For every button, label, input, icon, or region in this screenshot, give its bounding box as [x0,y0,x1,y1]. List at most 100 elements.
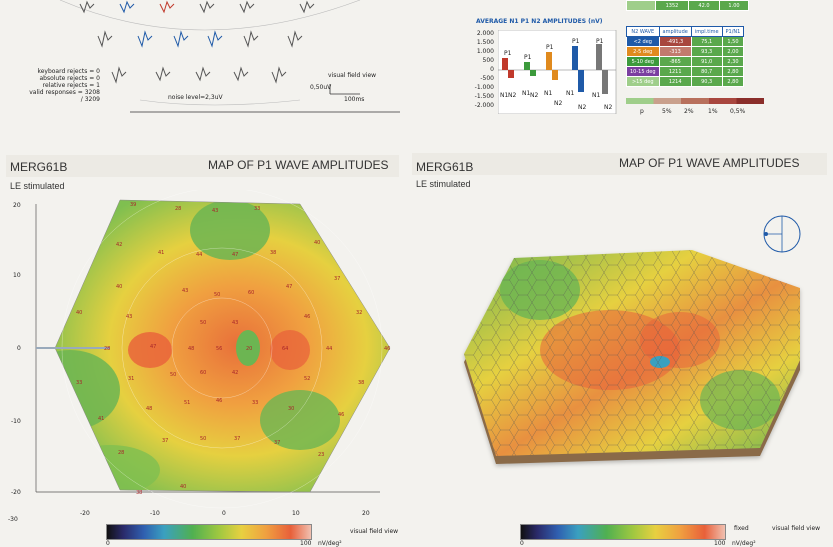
col-header: P1/N1 [721,26,745,37]
cell-value: 40 [116,284,123,290]
cell: 1352 [655,0,689,11]
p1-amplitude-map-3d [464,250,800,464]
bar-label: N2 [530,92,539,99]
table-row: <2 deg -491,3 75,1 1,50 [626,36,745,47]
cell: -865 [658,56,692,67]
cell-value: 43 [126,314,133,320]
noise-level: noise level=2,3uV [168,94,223,101]
cell-value: 46 [384,346,391,352]
left-code: MERG61B [10,160,68,174]
cell: 2-5 deg [626,46,660,57]
bar-label: P1 [504,50,512,57]
scale-title: visual field view [328,72,377,79]
table-row: 2-5 deg -313 93,3 2,00 [626,46,745,57]
cell: 1211 [658,66,692,77]
cell-value: 38 [358,380,365,386]
p1-amplitude-map-2d [35,190,391,509]
amplitude-bar-chart [498,30,617,114]
cell-value: 40 [314,240,321,246]
axis-label: visual field view [350,528,399,535]
trace [243,30,259,48]
cell-value: 31 [128,376,135,382]
col-header: N2 WAVE [626,26,660,37]
cell: 2,80 [721,76,745,87]
bar [602,70,608,94]
cell-value: 47 [232,252,239,258]
trace [271,66,287,84]
stat-line: relative rejects = 1 [42,82,100,89]
cell-value: 38 [270,250,277,256]
cell: 75,1 [690,36,723,47]
cell-value: 42 [116,242,123,248]
left-header-band [6,155,399,177]
bar [578,70,584,92]
cell-value: 23 [318,452,325,458]
reject-stats: keyboard rejects = 0 absolute rejects = … [28,68,100,103]
trace [111,66,127,84]
cell: 2,30 [721,56,745,67]
table-row: >15 deg 1214 90,3 2,80 [626,76,745,87]
bar-label: P1 [546,44,554,51]
cell-value: 43 [212,208,219,214]
cell-value: 51 [184,400,191,406]
bar-label: P1 [596,38,604,45]
cell-value: 46 [304,314,311,320]
cell: -313 [658,46,692,57]
trace [195,66,211,82]
waveform-traces [59,0,400,113]
bar-label: N1 [522,90,531,97]
map-cell-values: 39 28 43 33 42 40 41 44 47 38 37 40 43 5… [0,190,400,530]
x-tick: 10 [292,510,300,517]
stats-panel: 1352 42.0 1.00 AVERAGE N1 P1 N2 AMPLITUD… [470,0,770,120]
bar-label: N2 [508,92,517,99]
cell-value: 43 [182,288,189,294]
trace [173,30,189,48]
significance-scale [626,98,764,104]
cell-value: 28 [175,206,182,212]
cell-value: 30 [288,406,295,412]
bar-chart-title: AVERAGE N1 P1 N2 AMPLITUDES (nV) [476,18,603,25]
cell-value: 52 [304,376,311,382]
bar-label: N2 [554,100,563,107]
cell-value: 37 [334,276,341,282]
trace [233,66,249,82]
scale-time: 100ms [344,96,365,103]
y-tick: 0 [17,345,21,352]
cell-value: 50 [214,292,221,298]
left-color-scale [106,524,312,540]
cell-value: 40 [76,310,83,316]
trace [137,30,153,48]
cell-value: 28 [118,450,125,456]
scale-min: 0 [106,540,110,547]
bar-label: N1 [500,92,509,99]
cell-value: 37 [162,438,169,444]
bar [546,52,552,70]
cell-value: 41 [98,416,105,422]
cell: 42.0 [688,0,720,11]
cell: 2,00 [721,46,745,57]
trace [155,66,171,82]
y-tick: 1.000 [476,48,494,55]
x-tick: -10 [150,510,160,517]
cell: 90,3 [690,76,723,87]
bar-label: N1 [544,90,553,97]
legend-fixed: fixed [734,525,749,532]
bar-label: N1 [566,90,575,97]
cell: 93,3 [690,46,723,57]
bar-label: N2 [578,104,587,111]
stat-line: absolute rejects = 0 [39,75,100,82]
cell: 1,50 [721,36,745,47]
cell-value: 56 [216,346,223,352]
scale-voltage: 0,50uV [310,84,332,91]
table-row: 5-10 deg -865 91,0 2,30 [626,56,745,67]
bar [596,44,602,70]
cell-value: 47 [150,344,157,350]
cell-value: 37 [274,440,281,446]
cell-value: 33 [76,380,83,386]
bar-label: N2 [604,104,613,111]
y-tick: -2.000 [474,102,494,109]
table-row: 10-15 deg 1211 80,7 2,80 [626,66,745,77]
y-tick: 500 [482,57,494,64]
left-title: MAP OF P1 WAVE AMPLITUDES [208,158,389,172]
sig-label: 0,5% [730,108,746,115]
